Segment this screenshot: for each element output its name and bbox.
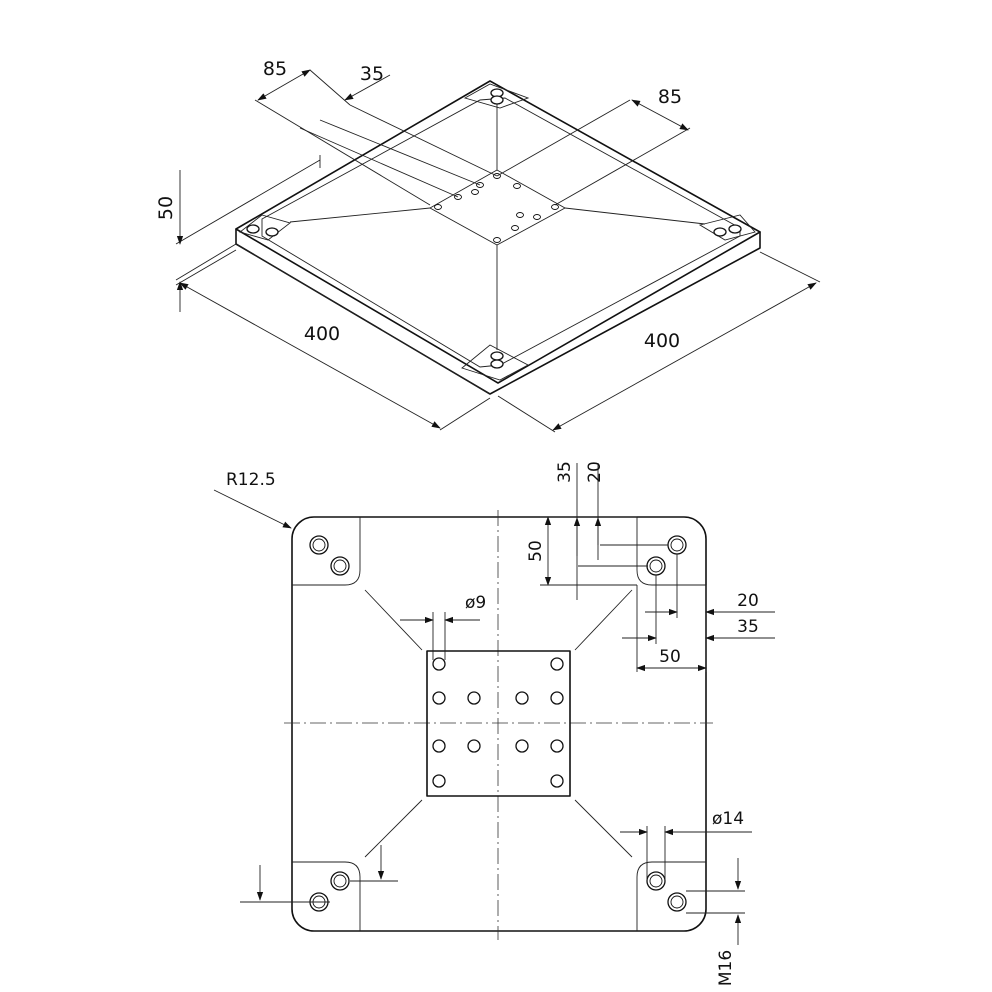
dim-top-35-label: 35 bbox=[360, 63, 384, 85]
center-plate bbox=[426, 650, 571, 797]
dim-top-85b-label: 85 bbox=[658, 86, 682, 108]
dim-h50-label: 50 bbox=[659, 647, 681, 667]
dia14-label: ø14 bbox=[712, 809, 744, 829]
dim-length-left-label: 400 bbox=[304, 323, 340, 345]
dim-h35-label: 35 bbox=[737, 617, 759, 637]
plan-outline bbox=[291, 516, 707, 932]
radius-label: R12.5 bbox=[226, 470, 276, 490]
dim-v20-label: 20 bbox=[585, 461, 605, 483]
dim-v35-label: 35 bbox=[555, 461, 575, 483]
dim-length-right-label: 400 bbox=[644, 330, 680, 352]
plate-holes bbox=[432, 657, 564, 788]
dim-h20-label: 20 bbox=[737, 591, 759, 611]
plan-view: R12.5 35 20 50 20 35 50 ø9 bbox=[213, 461, 775, 986]
iso-bottom-edge bbox=[235, 228, 761, 395]
dim-height-label: 50 bbox=[155, 196, 177, 220]
thread-label: M16 bbox=[716, 950, 736, 986]
isometric-view: 50 400 400 85 35 85 bbox=[155, 58, 821, 433]
dim-top-85a-label: 85 bbox=[263, 58, 287, 80]
dim-v50-label: 50 bbox=[526, 540, 546, 562]
dia9-label: ø9 bbox=[465, 593, 486, 613]
